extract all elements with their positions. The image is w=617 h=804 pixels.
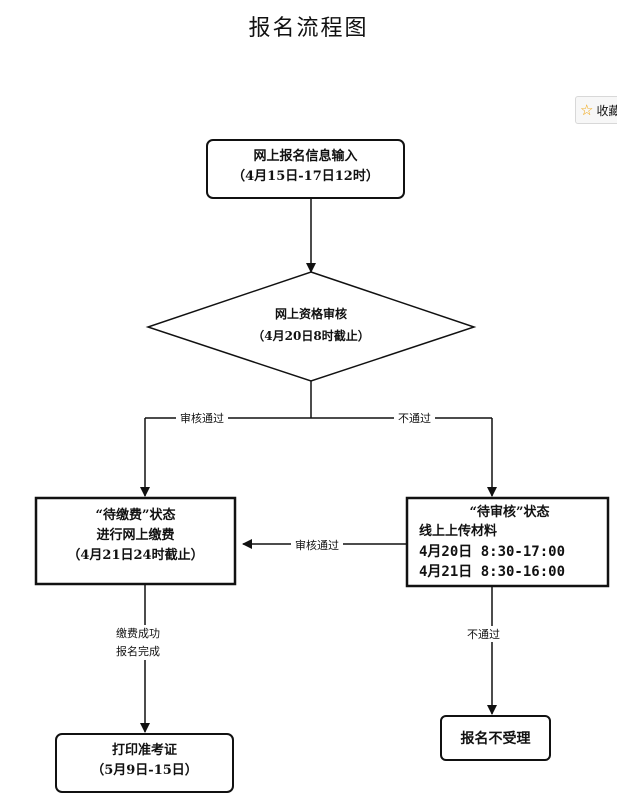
rejected-node-line1: 报名不受理	[460, 731, 531, 747]
pending-node-line3: 4月20日 8:30-17:00	[419, 543, 566, 560]
page-title: 报名流程图	[248, 16, 369, 41]
rejected-node-box	[440, 715, 551, 761]
input-node-line1: 网上报名信息输入	[253, 149, 358, 164]
input-node-text: 网上报名信息输入 （4月15日-17日12时）	[207, 147, 404, 187]
pending-node-box	[405, 496, 610, 588]
pay-node-box	[34, 496, 237, 586]
pending-node-line2: 线上上传材料	[419, 523, 498, 539]
favorite-label: 收藏	[596, 103, 617, 118]
edge-label-pay-done: 缴费成功 报名完成	[112, 625, 164, 661]
pay-node-line2: 进行网上缴费	[96, 528, 175, 544]
print-node-line2: （5月9日-15日）	[91, 763, 198, 779]
review-node-line2: （4月20日8时截止）	[252, 328, 370, 343]
pay-node-line3: （4月21日24时截止）	[67, 548, 204, 564]
input-node-box	[206, 139, 405, 199]
star-icon: ☆	[580, 101, 594, 119]
print-node-text: 打印准考证 （5月9日-15日）	[56, 741, 233, 781]
pay-node-line1: “待缴费”状态	[95, 508, 176, 523]
edge-label-review-pass: 审核通过	[176, 410, 228, 426]
review-node-line1: 网上资格审核	[274, 307, 347, 321]
pending-node-text: “待审核”状态 线上上传材料 4月20日 8:30-17:00 4月21日 8:…	[413, 504, 606, 584]
print-node-box	[55, 733, 234, 793]
edge-label-pending-fail: 不通过	[463, 626, 504, 642]
print-node-line1: 打印准考证	[111, 743, 177, 758]
favorite-button[interactable]: ☆ 收藏	[575, 96, 617, 124]
input-node-line2: （4月15日-17日12时）	[232, 169, 379, 185]
edge-label-review-fail: 不通过	[394, 410, 435, 426]
review-node-text: 网上资格审核 （4月20日8时截止）	[200, 304, 422, 347]
pending-node-line4: 4月21日 8:30-16:00	[419, 563, 566, 580]
pending-node-line1: “待审核”状态	[469, 505, 550, 520]
edge-label-pending-pass: 审核通过	[291, 537, 343, 553]
pay-node-text: “待缴费”状态 进行网上缴费 （4月21日24时截止）	[36, 506, 235, 566]
rejected-node-text: 报名不受理	[441, 729, 550, 751]
edge-label-pay-done-line1: 缴费成功	[116, 627, 160, 640]
edge-label-pay-done-line2: 报名完成	[116, 644, 160, 658]
